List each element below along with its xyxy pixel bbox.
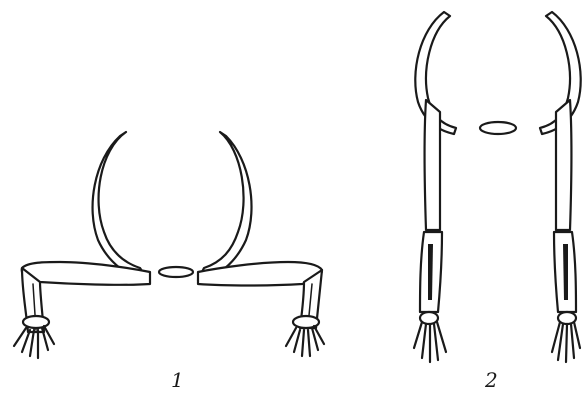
right-hand-1: [286, 326, 324, 356]
diagram-2: [414, 12, 581, 362]
sternum-1: [159, 267, 193, 277]
diagram-1: [14, 132, 324, 358]
right-clavicle-1: [198, 132, 252, 280]
sternum-2: [480, 122, 516, 134]
left-humerus-2: [425, 100, 441, 230]
right-hand-2: [552, 322, 580, 362]
figure-label-1: 1: [171, 368, 184, 392]
figure-label-2: 2: [485, 368, 498, 392]
right-humerus-2: [556, 100, 572, 230]
left-clavicle-1: [93, 132, 148, 280]
left-hand-1: [14, 326, 54, 358]
left-hand-2: [414, 322, 446, 362]
